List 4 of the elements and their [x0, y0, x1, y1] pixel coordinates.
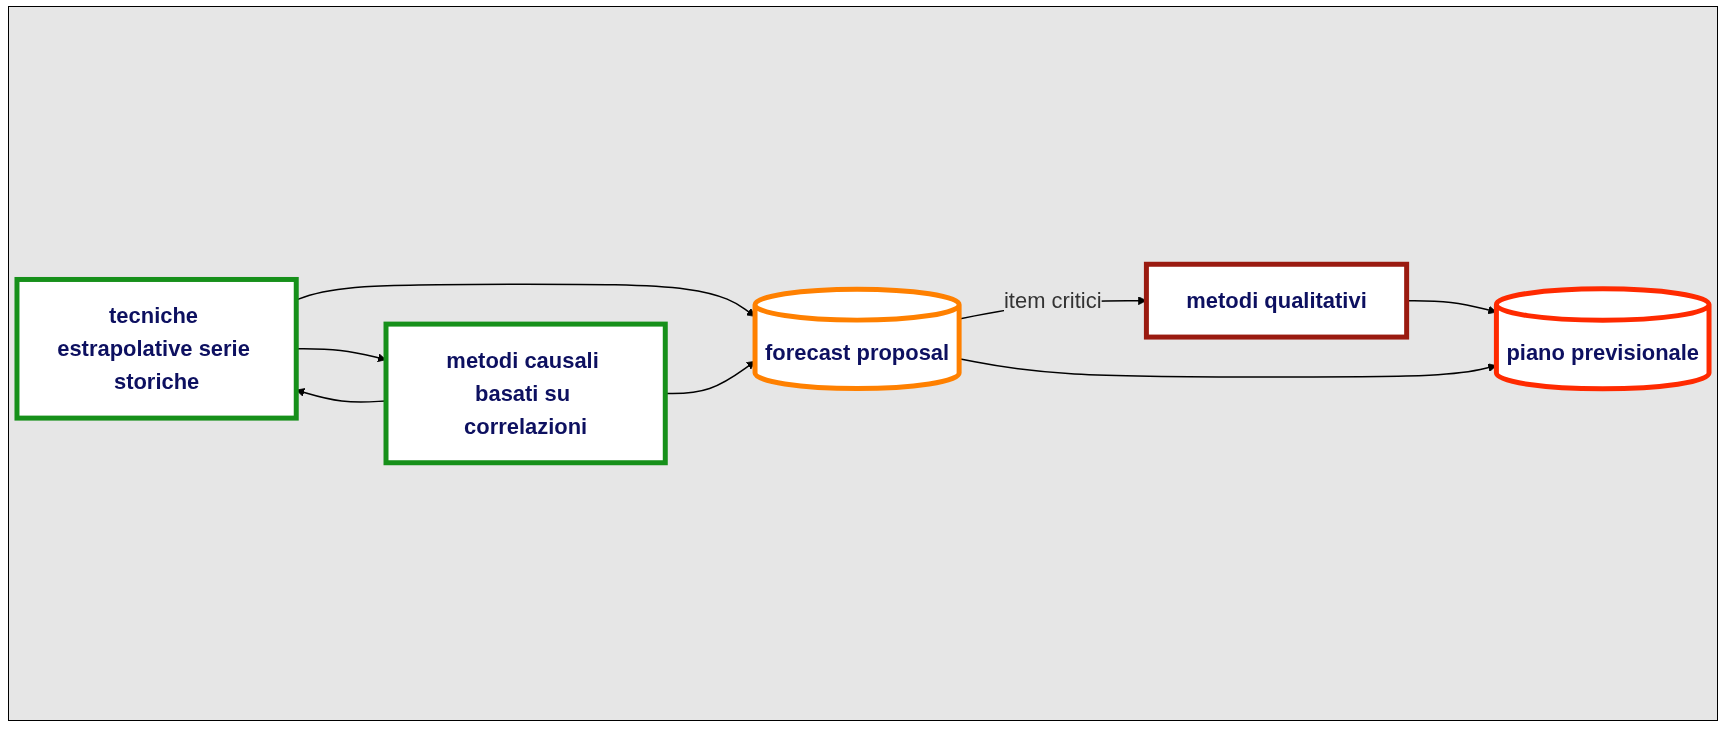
- node-box: [383, 321, 668, 466]
- node-box: [1143, 261, 1410, 340]
- diagram-background: item critici tecniche estrapolative serie storiche metodi causali basati su correlazioni forecast proposal metodi qualitativi piano previsionale: [8, 6, 1718, 721]
- node-box: [14, 276, 299, 421]
